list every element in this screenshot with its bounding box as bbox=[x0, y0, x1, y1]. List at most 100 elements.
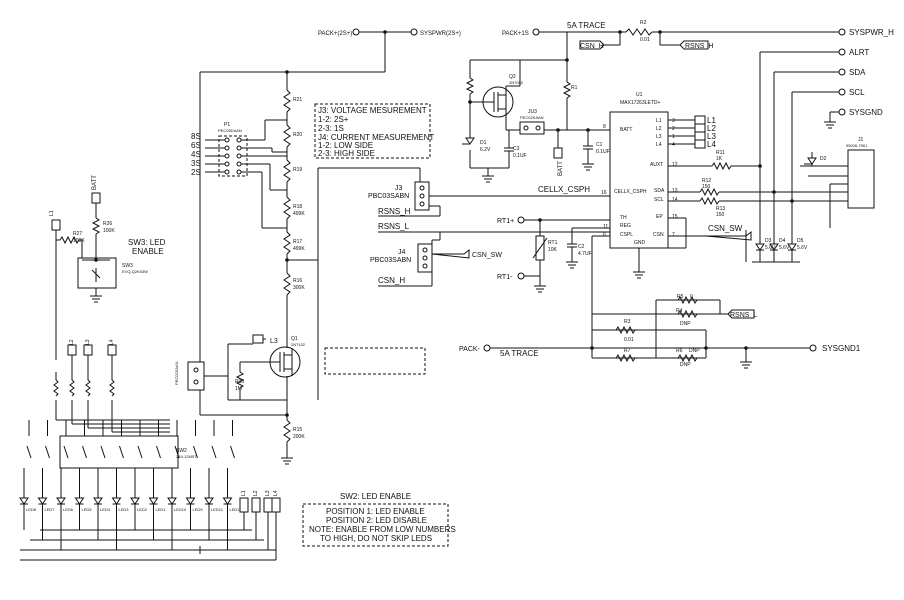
resistor-r12[interactable] bbox=[699, 187, 720, 197]
led-tags-right: L1 L2 L3 L4 bbox=[20, 490, 281, 561]
sw2-ref: SW2 bbox=[176, 448, 187, 454]
j3-note-l4: 1-2: LOW SIDE bbox=[318, 141, 373, 150]
sw3-title2: ENABLE bbox=[132, 247, 164, 256]
r11-label: R11 bbox=[716, 150, 725, 156]
port-alrt[interactable] bbox=[838, 48, 846, 56]
r11-value: 1K bbox=[716, 156, 723, 162]
led-led15: LED15 bbox=[222, 480, 243, 550]
svg-text:7: 7 bbox=[672, 232, 675, 238]
r16-label: R16 bbox=[293, 278, 302, 284]
resistor-r13[interactable] bbox=[699, 196, 720, 206]
d5-value: 5.6V bbox=[797, 245, 808, 251]
jumper-ju3[interactable] bbox=[519, 121, 545, 135]
port-syspwr-2s[interactable] bbox=[410, 28, 418, 36]
resistor-r15[interactable] bbox=[283, 419, 291, 443]
r12-value: 150 bbox=[702, 184, 711, 190]
led-led11: LED11 bbox=[204, 480, 224, 540]
j3-ref: J3 bbox=[395, 185, 403, 192]
j3-part: PBC03SABN bbox=[368, 193, 409, 200]
svg-text:11: 11 bbox=[603, 224, 608, 230]
d4-value: 5.6V bbox=[779, 245, 790, 251]
u1-part: MAX17263LETD+ bbox=[620, 100, 661, 106]
led-tag-right-l1: L1 bbox=[241, 490, 247, 496]
port-pack-neg[interactable] bbox=[483, 344, 491, 352]
resistor-r16[interactable] bbox=[283, 272, 291, 296]
d3-label: D3 bbox=[765, 238, 772, 244]
c1-value: 0.1UF bbox=[596, 149, 610, 155]
svg-text:CSN: CSN bbox=[653, 232, 664, 238]
resistor-r21[interactable] bbox=[283, 89, 291, 113]
d4-label: D4 bbox=[779, 238, 786, 244]
p1-part: PEC05DAAN bbox=[218, 128, 242, 133]
resistor-r1[interactable] bbox=[562, 81, 572, 99]
port-label-syspwr-h: SYSPWR_H bbox=[849, 28, 894, 37]
resistor-r26[interactable] bbox=[91, 217, 101, 235]
tap-6s: 6S bbox=[191, 141, 201, 150]
resistor-r2[interactable] bbox=[625, 28, 653, 36]
svg-text:L3: L3 bbox=[85, 339, 91, 345]
j3-note-box: J3: VOLTAGE MESUREMENT 1-2: 2S+ 2-3: 1S … bbox=[314, 103, 434, 159]
connector-j1[interactable] bbox=[847, 149, 875, 209]
led-led8: LED8 bbox=[19, 480, 37, 530]
resistor-r5[interactable] bbox=[677, 295, 698, 305]
resistor-r30[interactable] bbox=[235, 371, 245, 389]
r6-value: DNP bbox=[689, 348, 700, 354]
r6-dnp: DNP bbox=[680, 362, 691, 368]
port-rt1-pos[interactable] bbox=[517, 216, 525, 224]
net-csn-sw-j4: CSN_SW bbox=[472, 252, 502, 259]
port-scl[interactable] bbox=[838, 88, 846, 96]
resistor-r6[interactable] bbox=[677, 353, 698, 363]
port-syspwr-h[interactable] bbox=[838, 28, 846, 36]
svg-text:12: 12 bbox=[672, 162, 678, 168]
port-sysgnd1[interactable] bbox=[809, 344, 817, 352]
jumper-j2[interactable] bbox=[187, 361, 205, 391]
svg-text:L4: L4 bbox=[109, 339, 115, 345]
switch-sw3[interactable] bbox=[77, 257, 117, 289]
u1-out-l3: L3 bbox=[707, 132, 716, 141]
resistor-r7[interactable] bbox=[615, 353, 636, 363]
q2-label: Q2 bbox=[509, 74, 516, 80]
led-label: LED6 bbox=[63, 507, 74, 512]
net-rsns-l-right: RSNS_L bbox=[730, 312, 757, 319]
ic-u1-body[interactable] bbox=[609, 111, 669, 249]
svg-text:L4: L4 bbox=[656, 142, 662, 148]
sw2-note-l1: POSITION 1: LED ENABLE bbox=[326, 507, 425, 516]
led-led4: LED4 bbox=[93, 480, 111, 540]
resistor-r19[interactable] bbox=[283, 159, 291, 183]
u1-ref: U1 bbox=[636, 92, 643, 98]
resistor-r11[interactable] bbox=[711, 161, 732, 171]
net-csn-h: CSN_H bbox=[378, 276, 405, 285]
port-label-pack-1s: PACK+1S bbox=[502, 31, 529, 37]
port-sysgnd[interactable] bbox=[838, 108, 846, 116]
port-pack-1s[interactable] bbox=[532, 28, 540, 36]
j1-part: 95026-7961 bbox=[846, 143, 868, 148]
resistor-r14[interactable] bbox=[465, 77, 475, 95]
r27-label: R27 bbox=[73, 231, 82, 237]
port-pack-2s[interactable] bbox=[352, 28, 360, 36]
svg-text:1: 1 bbox=[672, 134, 675, 140]
l3-label: L3 bbox=[270, 338, 278, 345]
resistor-r27[interactable] bbox=[56, 235, 83, 245]
port-label-rt1-pos: RT1+ bbox=[497, 218, 514, 225]
p1-label: P1 bbox=[224, 122, 230, 128]
port-rt1-neg[interactable] bbox=[517, 272, 525, 280]
resistor-r4[interactable] bbox=[677, 309, 698, 319]
zener-d1 bbox=[462, 132, 475, 145]
q1-label: Q1 bbox=[291, 336, 298, 342]
port-sda[interactable] bbox=[838, 68, 846, 76]
pack-1s-net: PACK+1S 5A TRACE R2 0.01 SYSPWR_H CSN_H … bbox=[470, 20, 894, 130]
c2-value: 4.7UF bbox=[578, 251, 592, 257]
resistor-r18[interactable] bbox=[283, 196, 291, 220]
switch-sw2[interactable] bbox=[59, 435, 179, 469]
j3-note-l3: J4: CURRENT MEASUREMENT bbox=[318, 133, 434, 142]
ic-u1: U1 MAX17263LETD+ BATT CELLX_CSPH TH REG … bbox=[567, 92, 848, 279]
resistor-r20[interactable] bbox=[283, 124, 291, 148]
rt1-label: RT1 bbox=[548, 240, 558, 246]
resistor-r17[interactable] bbox=[283, 231, 291, 255]
resistor-r3[interactable] bbox=[615, 325, 636, 335]
r26-value: 100K bbox=[103, 228, 115, 234]
sw3-part: EVQ-Q2K03W bbox=[122, 269, 148, 274]
svg-text:2: 2 bbox=[672, 126, 675, 132]
